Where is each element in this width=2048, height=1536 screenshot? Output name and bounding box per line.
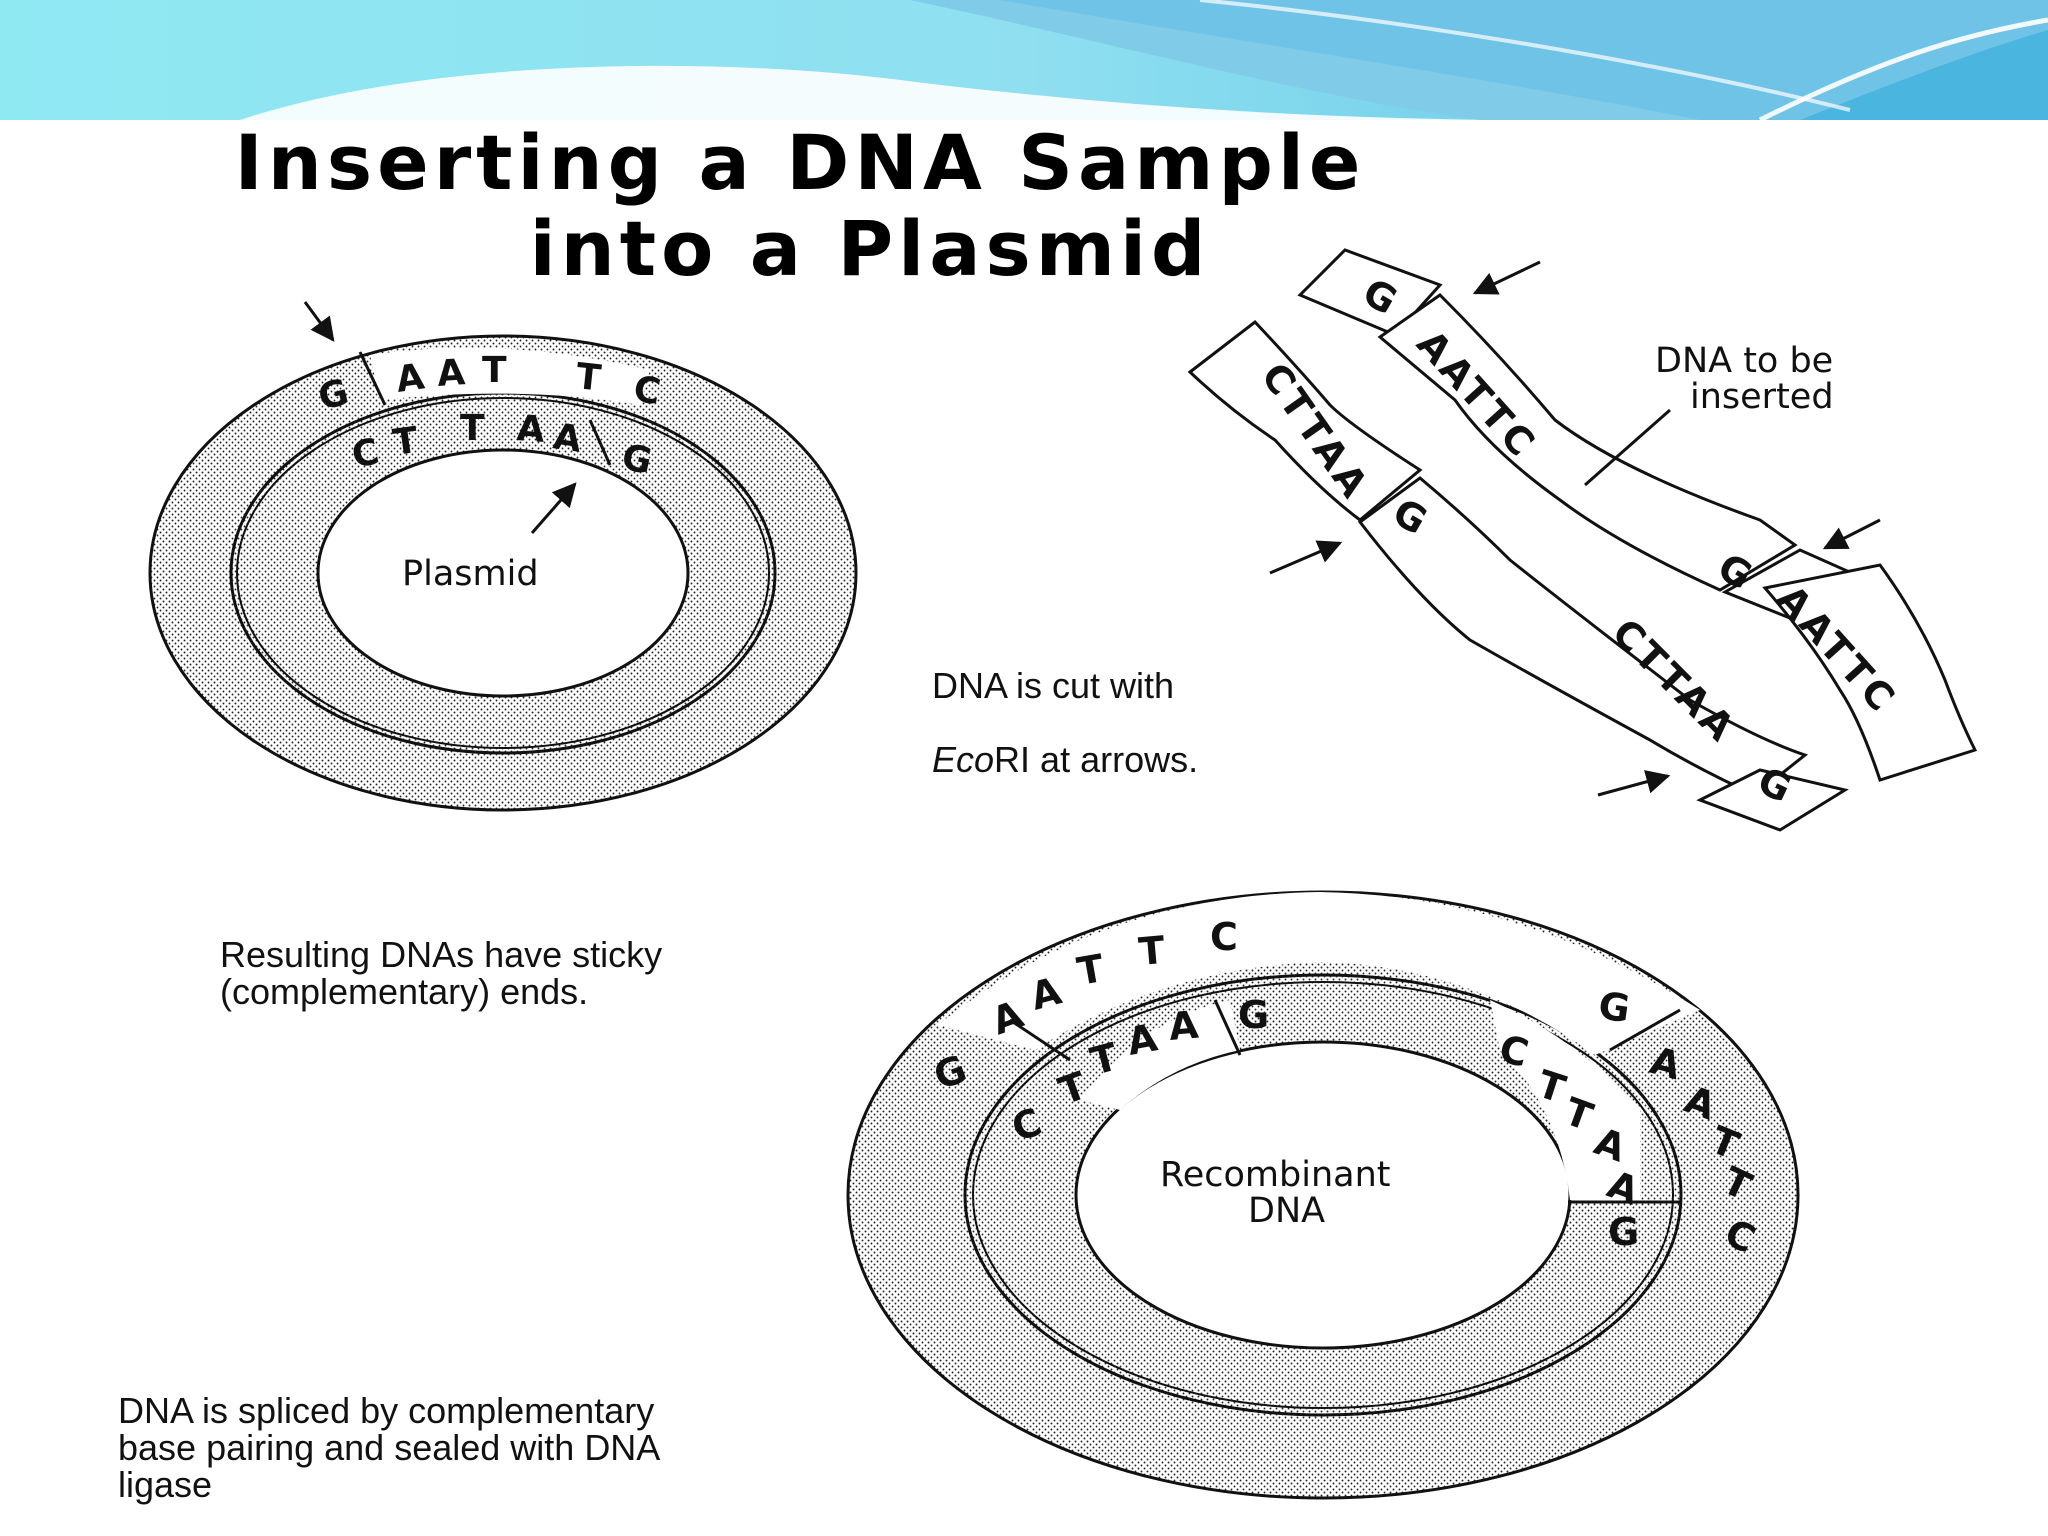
plasmid-label: Plasmid	[402, 554, 539, 594]
plasmid-base-inner-3: T	[460, 408, 485, 449]
fragment-cut-arrow-3	[1822, 518, 1881, 550]
recombinant-bases: A A T T C G C T T A A G G A A T T C C T …	[928, 915, 1762, 1262]
cut-caption-enzyme: Eco	[932, 739, 995, 780]
recomb-inner-right-g: G	[1608, 1210, 1639, 1254]
recombinant-ring	[846, 890, 1800, 1500]
fragment-cut-arrow-2	[1269, 540, 1343, 575]
dna-to-insert-label-2: inserted	[1690, 377, 1834, 417]
plasmid-base-outer-1: A	[394, 356, 427, 400]
fragment-cut-arrow-1	[1472, 260, 1541, 295]
sticky-ends-caption: Resulting DNAs have sticky (complementar…	[220, 934, 663, 1012]
plasmid-base-outer-2: A	[436, 352, 467, 395]
plasmid-base-outer-3: T	[482, 350, 507, 391]
slide-title-line-2: into a Plasmid	[529, 204, 1211, 293]
plasmid-ring	[148, 334, 858, 812]
recombinant-label-2: DNA	[1248, 1191, 1325, 1231]
plasmid-base-outer-4: T	[574, 356, 603, 399]
cut-caption: DNA is cut with EcoRI at arrows.	[932, 630, 1198, 778]
header-banner	[0, 0, 2048, 120]
recomb-outer-top-5: C	[1210, 915, 1238, 959]
spliced-caption: DNA is spliced by complementary base pai…	[118, 1390, 661, 1505]
fragment-cut-arrow-4	[1597, 770, 1671, 797]
plasmid-cut-arrow-inner	[530, 482, 577, 534]
plasmid-base-inner-5: A	[551, 416, 584, 460]
slide-title-line-1: Inserting a DNA Sample	[234, 118, 1366, 207]
dna-to-insert-pointer	[1584, 408, 1671, 487]
dna-to-insert-label-1: DNA to be	[1655, 341, 1833, 381]
recomb-inner-left-5: A	[1167, 1003, 1201, 1049]
plasmid-base-inner-4: A	[515, 408, 546, 451]
recomb-outer-right-g: G	[1596, 983, 1633, 1031]
recomb-inner-left-g: G	[1238, 993, 1269, 1037]
cut-caption-line-2: RI at arrows.	[994, 739, 1199, 780]
recomb-outer-top-4: T	[1137, 928, 1167, 974]
cut-caption-line-1: DNA is cut with	[932, 665, 1175, 706]
recombinant-label-1: Recombinant	[1160, 1155, 1391, 1195]
plasmid-cut-arrow-top	[303, 301, 335, 342]
dna-fragment	[1187, 248, 1978, 832]
